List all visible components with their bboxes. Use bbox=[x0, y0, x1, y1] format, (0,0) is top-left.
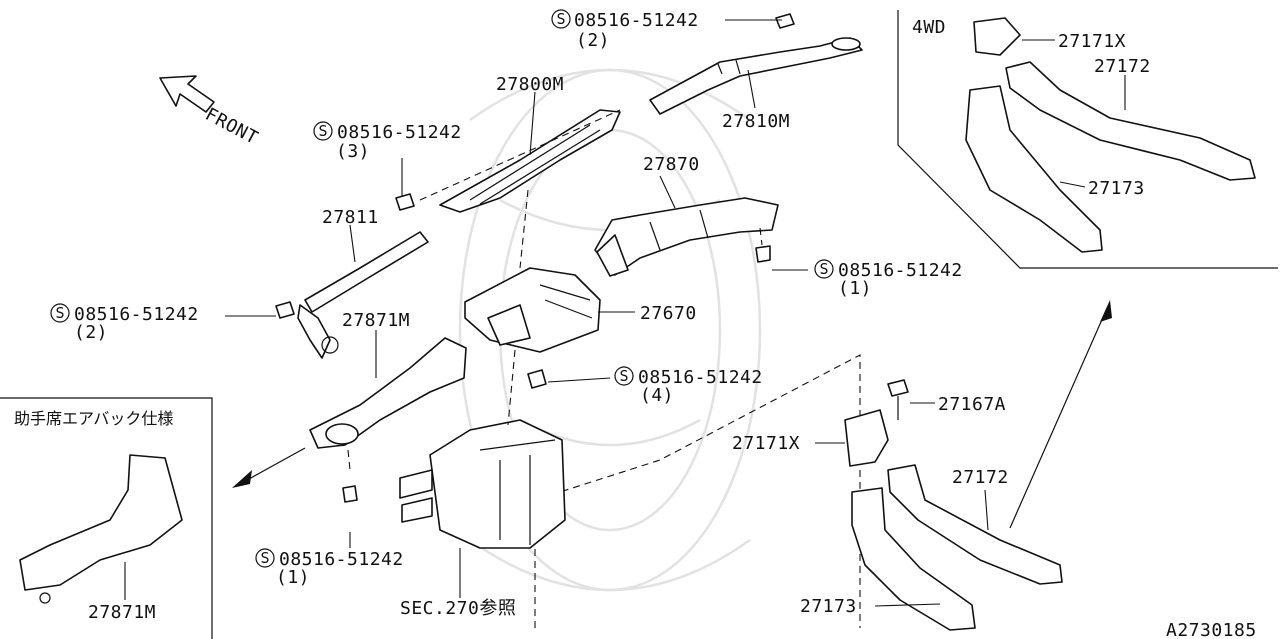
label-27171X: 27171X bbox=[732, 433, 800, 454]
part-27810M-shape bbox=[649, 37, 863, 115]
part-27171X-main-shape bbox=[844, 409, 889, 467]
part-27171X-inset-shape bbox=[973, 17, 1021, 56]
label-27810M: 27810M bbox=[722, 111, 790, 132]
label-27173: 27173 bbox=[800, 596, 857, 617]
bolt-number: 08516-51242 bbox=[337, 122, 462, 143]
bolt-number: 08516-51242 bbox=[838, 260, 963, 281]
part-27172-inset-shape bbox=[1005, 61, 1256, 181]
bolt-qty: (1) bbox=[838, 278, 872, 299]
label-4wd: 4WD bbox=[912, 17, 946, 38]
inset-4wd-frame bbox=[897, 10, 1278, 269]
bolt-qty: (4) bbox=[640, 385, 674, 406]
bolt-symbol-icon: S bbox=[619, 367, 628, 385]
bolt-label-top: S 08516-51242 (2) bbox=[551, 9, 699, 51]
bolt-number: 08516-51242 bbox=[574, 10, 699, 31]
label-27172: 27172 bbox=[952, 467, 1009, 488]
bolt-label-left: S 08516-51242 (2) bbox=[50, 303, 199, 343]
bolt-qty: (2) bbox=[74, 322, 108, 343]
bolt-number: 08516-51242 bbox=[279, 549, 404, 570]
part-27870-shape bbox=[594, 197, 779, 277]
label-27171X-inset: 27171X bbox=[1058, 31, 1126, 52]
label-27870: 27870 bbox=[643, 154, 700, 175]
leader-lines bbox=[124, 19, 1126, 607]
bolt-label-right: S 08516-51242 (1) bbox=[814, 259, 963, 299]
label-27811: 27811 bbox=[322, 207, 379, 228]
heater-unit-shape bbox=[399, 419, 566, 549]
front-arrow-icon bbox=[159, 75, 215, 113]
label-27167A: 27167A bbox=[938, 394, 1006, 415]
bolt-label-bottom: S 08516-51242 (1) bbox=[255, 548, 404, 588]
bolt-symbol-icon: S bbox=[556, 10, 565, 28]
part-27871M-inset-shape bbox=[19, 454, 183, 604]
bolt-qty: (3) bbox=[336, 141, 370, 162]
catalog-code: A2730185 bbox=[1166, 620, 1257, 639]
screw-icons bbox=[275, 13, 795, 503]
airbag-arrow-head-icon bbox=[232, 470, 252, 488]
label-airbag-variant: 助手席エアバック仕様 bbox=[14, 409, 173, 428]
label-27173-inset: 27173 bbox=[1088, 178, 1145, 199]
label-27871M-inset: 27871M bbox=[88, 602, 156, 623]
part-27173-main-shape bbox=[851, 487, 976, 631]
part-27167A-shape bbox=[887, 379, 909, 420]
label-27670: 27670 bbox=[640, 303, 697, 324]
bolt-symbol-icon: S bbox=[318, 122, 327, 140]
part-27800M-shape bbox=[439, 109, 621, 213]
dashed-relation-lines bbox=[347, 109, 763, 471]
direction-arrow-head-icon bbox=[1100, 300, 1112, 322]
bolt-qty: (2) bbox=[576, 30, 610, 51]
direction-arrow-line bbox=[1009, 305, 1109, 529]
part-27173-inset-shape bbox=[965, 85, 1103, 253]
bolt-number: 08516-51242 bbox=[74, 304, 199, 325]
part-27670-shape bbox=[464, 267, 601, 353]
bolt-number: 08516-51242 bbox=[638, 367, 763, 388]
bolt-symbol-icon: S bbox=[819, 260, 828, 278]
part-27811-shape bbox=[297, 231, 429, 359]
bolt-qty: (1) bbox=[276, 567, 310, 588]
bolt-symbol-icon: S bbox=[260, 549, 269, 567]
part-27871M-shape bbox=[309, 337, 467, 449]
inset-airbag-frame bbox=[0, 397, 213, 639]
front-label: FRONT bbox=[202, 104, 262, 149]
label-27800M: 27800M bbox=[496, 74, 564, 95]
bolt-label-center: S 08516-51242 (4) bbox=[614, 366, 763, 406]
part-27172-main-shape bbox=[887, 464, 1063, 585]
label-27172-inset: 27172 bbox=[1094, 56, 1151, 77]
bolt-symbol-icon: S bbox=[55, 304, 64, 322]
label-27871M: 27871M bbox=[342, 310, 410, 331]
label-sec-270: SEC.270参照 bbox=[400, 598, 516, 619]
bolt-label-upper-left: S 08516-51242 (3) bbox=[313, 121, 462, 162]
